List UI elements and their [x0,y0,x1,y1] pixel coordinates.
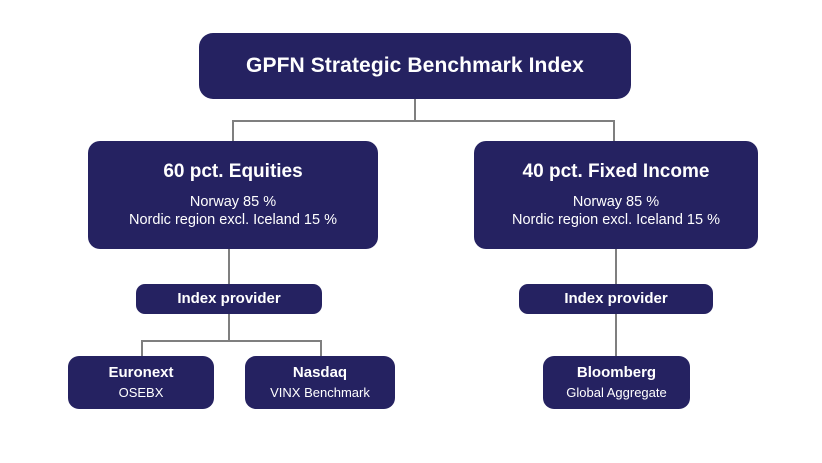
node-fixed-income-title: 40 pct. Fixed Income [522,160,710,182]
node-index-provider-fixed-income-title: Index provider [564,290,668,307]
connector-euronext-drop [141,340,143,357]
connector-vendor-bus [141,340,322,342]
node-equities-title: 60 pct. Equities [163,160,303,182]
node-fixed-income: 40 pct. Fixed Income Norway 85 % Nordic … [474,141,758,249]
node-euronext-title: Euronext [108,363,174,381]
node-nasdaq: Nasdaq VINX Benchmark [245,356,395,409]
connector-fixed-income-to-provider [615,249,617,285]
node-fixed-income-allocation-nordic: Nordic region excl. Iceland 15 % [512,211,720,228]
node-bloomberg-index: Global Aggregate [566,384,667,400]
node-index-provider-equities: Index provider [136,284,322,314]
node-root-title: GPFN Strategic Benchmark Index [246,54,584,78]
node-bloomberg-title: Bloomberg [576,363,657,381]
connector-root-stem [414,99,416,121]
node-index-provider-fixed-income: Index provider [519,284,713,314]
node-strategic-benchmark-index: GPFN Strategic Benchmark Index [199,33,631,99]
node-nasdaq-index: VINX Benchmark [270,384,370,400]
connector-nasdaq-drop [320,340,322,357]
connector-provider-left-stem [228,314,230,342]
node-bloomberg: Bloomberg Global Aggregate [543,356,690,409]
node-equities-allocation-nordic: Nordic region excl. Iceland 15 % [129,211,337,228]
node-equities: 60 pct. Equities Norway 85 % Nordic regi… [88,141,378,249]
node-equities-allocation-norway: Norway 85 % [189,193,277,210]
node-index-provider-equities-title: Index provider [177,290,281,307]
node-euronext: Euronext OSEBX [68,356,214,409]
connector-equities-to-provider [228,249,230,285]
node-euronext-index: OSEBX [118,384,164,400]
node-nasdaq-title: Nasdaq [292,363,348,381]
node-fixed-income-allocation-norway: Norway 85 % [572,193,660,210]
connector-fixed-income-drop [613,120,615,142]
connector-provider-to-bloomberg [615,314,617,357]
connector-level1-bus [232,120,615,122]
connector-equities-drop [232,120,234,142]
